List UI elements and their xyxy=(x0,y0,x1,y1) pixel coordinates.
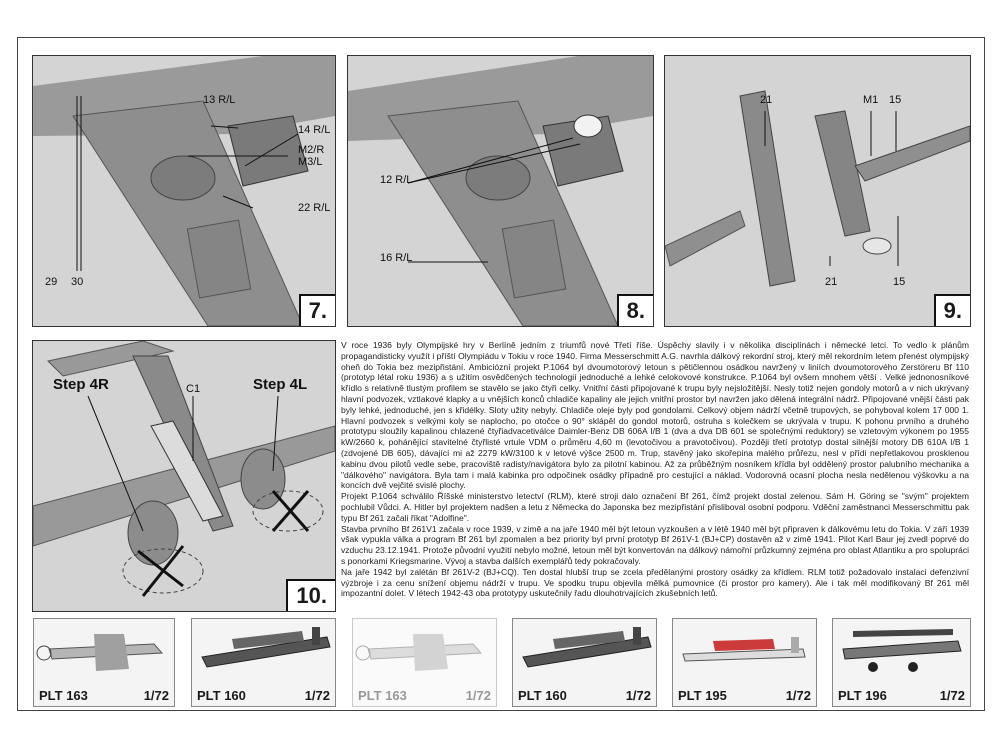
step-number: 8. xyxy=(616,294,653,326)
product-scale: 1/72 xyxy=(785,688,811,703)
tail-illustration xyxy=(665,56,970,326)
history-text: V roce 1936 byly Olympijské hry v Berlín… xyxy=(341,340,969,610)
label-step-4l: Step 4L xyxy=(253,376,308,393)
product-thumbnail: PLT 160 1/72 xyxy=(512,618,657,707)
label-30: 30 xyxy=(71,276,84,288)
wing-illustration xyxy=(348,56,653,326)
step-7-panel: 13 R/L 14 R/L M2/R M3/L 22 R/L 29 30 7. xyxy=(32,55,336,327)
product-scale: 1/72 xyxy=(939,688,965,703)
aircraft-thumbnail-image xyxy=(842,629,962,672)
label-16rl: 16 R/L xyxy=(380,252,413,264)
paragraph: Projekt P.1064 schválilo Říšské minister… xyxy=(341,491,969,523)
product-code: PLT 196 xyxy=(838,688,887,703)
label-m1: M1 xyxy=(863,94,879,106)
product-thumbnail: PLT 163 1/72 xyxy=(33,618,175,707)
product-code: PLT 160 xyxy=(197,688,246,703)
aircraft-thumbnail-image xyxy=(201,627,331,668)
step-9-panel: 21 M1 15 21 15 9. xyxy=(664,55,971,327)
product-scale: 1/72 xyxy=(304,688,330,703)
step-10-panel: Step 4R C1 Step 4L 10. xyxy=(32,340,336,612)
product-thumbnail: PLT 163 1/72 xyxy=(352,618,497,707)
product-thumbnail: PLT 195 1/72 xyxy=(672,618,817,707)
label-13rl: 13 R/L xyxy=(203,94,236,106)
label-22rl: 22 R/L xyxy=(298,202,331,214)
aircraft-thumbnail-image xyxy=(522,627,652,668)
label-step-4r: Step 4R xyxy=(53,376,109,393)
page-frame xyxy=(17,37,985,711)
step-number: 10. xyxy=(286,579,335,611)
aircraft-illustration xyxy=(33,341,335,611)
wing-illustration xyxy=(33,56,335,326)
label-c1: C1 xyxy=(186,383,201,395)
product-code: PLT 160 xyxy=(518,688,567,703)
step-number: 7. xyxy=(298,294,335,326)
product-scale: 1/72 xyxy=(625,688,651,703)
product-thumbnail: PLT 196 1/72 xyxy=(832,618,971,707)
label-15-bottom: 15 xyxy=(893,276,906,288)
paragraph: Na jaře 1942 byl zalétán Bf 261V-2 (BJ+C… xyxy=(341,566,969,599)
label-m3l: M3/L xyxy=(298,156,323,168)
aircraft-thumbnail-image xyxy=(355,634,483,671)
paragraph: V roce 1936 byly Olympijské hry v Berlín… xyxy=(341,340,969,491)
label-21-top: 21 xyxy=(760,94,773,106)
label-14rl: 14 R/L xyxy=(298,124,331,136)
aircraft-thumbnail-image xyxy=(682,637,806,662)
paragraph: Stavba prvního Bf 261V1 začala v roce 19… xyxy=(341,523,969,566)
label-m2r: M2/R xyxy=(298,144,325,156)
product-code: PLT 195 xyxy=(678,688,727,703)
product-scale: 1/72 xyxy=(465,688,491,703)
label-15-top: 15 xyxy=(889,94,902,106)
step-number: 9. xyxy=(933,294,970,326)
label-29: 29 xyxy=(45,276,58,288)
label-21-bottom: 21 xyxy=(825,276,838,288)
label-12rl: 12 R/L xyxy=(380,174,413,186)
product-code: PLT 163 xyxy=(39,688,88,703)
aircraft-thumbnail-image xyxy=(36,634,164,671)
step-8-panel: 12 R/L 16 R/L 8. xyxy=(347,55,654,327)
product-scale: 1/72 xyxy=(143,688,169,703)
product-code: PLT 163 xyxy=(358,688,407,703)
product-thumbnail: PLT 160 1/72 xyxy=(191,618,336,707)
